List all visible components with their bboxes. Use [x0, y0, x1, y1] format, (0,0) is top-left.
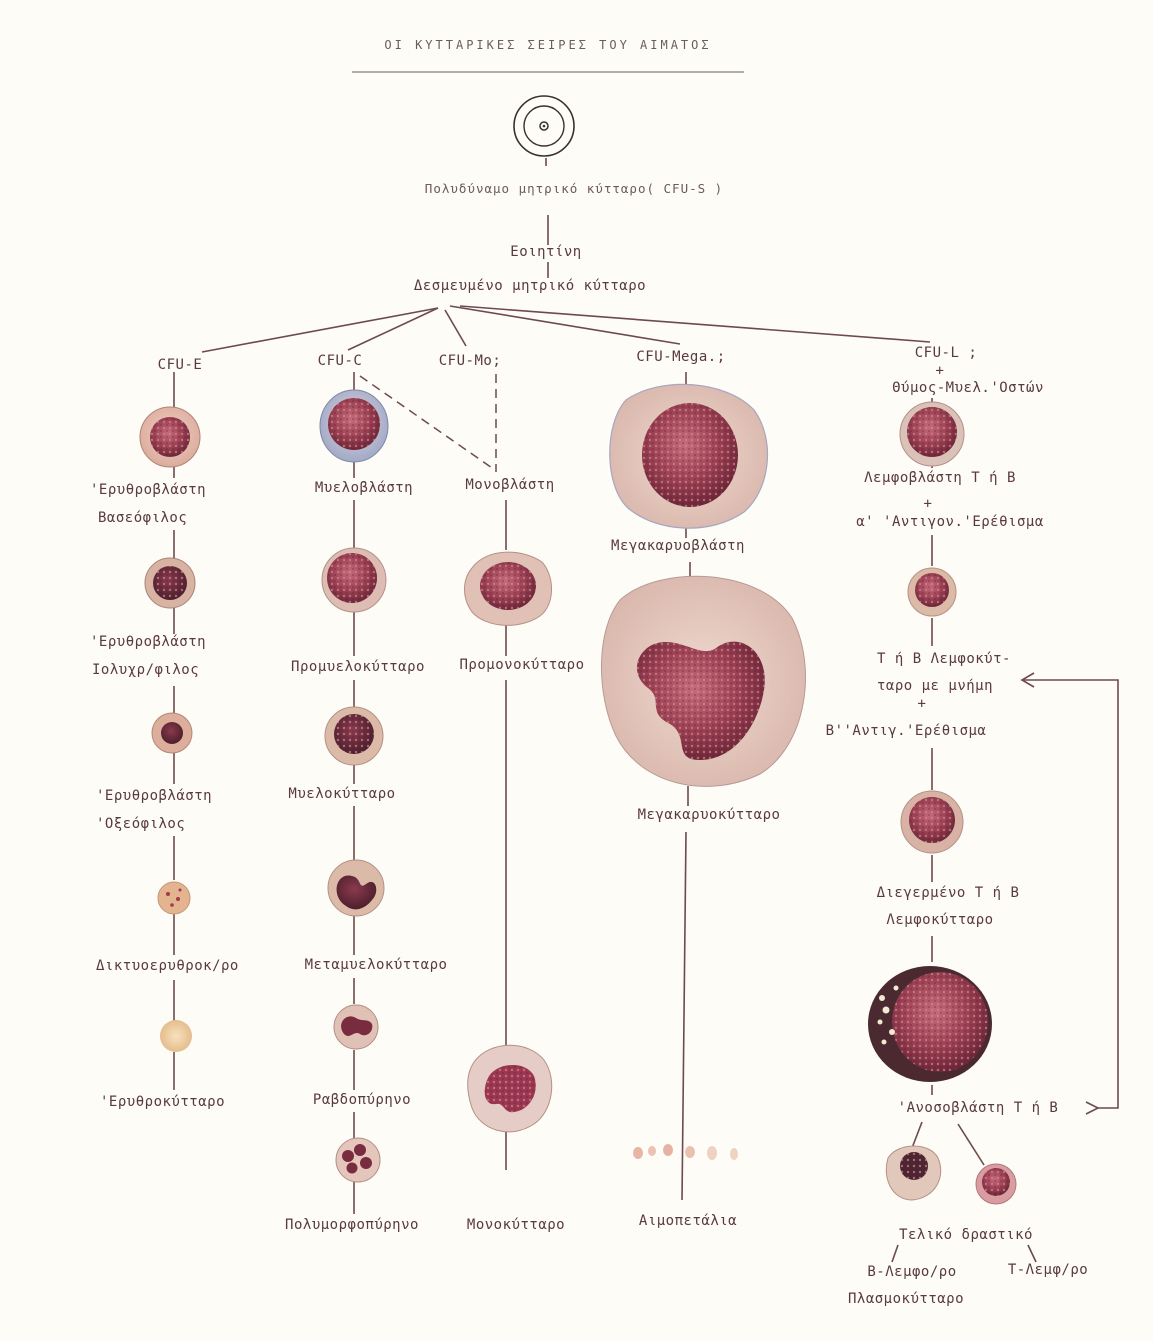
header-cfu-l: CFU-L ;	[915, 345, 978, 361]
cell-lymphoblast	[900, 402, 964, 466]
label-erythroblast-2: 'Ερυθροβλάστη	[90, 634, 206, 650]
label-monoblast: Μονοβλάστη	[465, 477, 554, 493]
label-activated-2: Λεμφοκύτταρο	[886, 912, 993, 928]
cell-erythrocyte	[160, 1020, 192, 1052]
cell-megakaryocyte	[601, 576, 805, 786]
header-cfu-c: CFU-C	[318, 353, 363, 369]
label-erythrocyte: 'Ερυθροκύτταρο	[100, 1094, 225, 1110]
label-orthochromatic: 'Οξεόφιλος	[96, 816, 185, 832]
cell-plasma-cell	[886, 1146, 940, 1200]
cell-megakaryoblast	[610, 384, 768, 528]
cell-reticulocyte	[158, 882, 190, 914]
label-reticulocyte: Δικτυοερυθροκ/ρο	[96, 958, 239, 974]
header-thymus-marrow: Θύμος-Μυελ.'Οστών	[892, 380, 1044, 396]
label-erythroblast-3: 'Ερυθροβλάστη	[96, 788, 212, 804]
label-myeloblast: Μυελοβλάστη	[315, 480, 413, 496]
label-band: Pαβδοπύρηνο	[313, 1092, 411, 1108]
header-cfu-mega: CFU-Mega.;	[636, 349, 725, 365]
cell-monocyte	[468, 1045, 552, 1132]
label-promonocyte: Προμονοκύτταρο	[459, 657, 584, 673]
label-megakaryoblast: Μεγακαρυοβλάστη	[611, 538, 745, 554]
stem-cell-icon	[514, 96, 574, 156]
label-lymphoblast: Λεμφοβλάστη Τ ή Β	[864, 470, 1016, 486]
label-primary-antigen: α' 'Αντιγον.'Ερέθισμα	[856, 514, 1044, 530]
cell-t-lymphocyte	[976, 1164, 1016, 1204]
label-activated-1: Διεγερμένο Τ ή Β	[877, 885, 1020, 901]
label-myelocyte: Μυελοκύτταρο	[288, 786, 395, 802]
cell-myeloblast	[320, 390, 388, 462]
cell-myelocyte	[325, 707, 383, 765]
header-cfu-e: CFU-E	[158, 357, 203, 373]
cell-polymorphonuclear	[336, 1138, 380, 1182]
cell-promonocyte	[465, 552, 552, 625]
label-metamyelocyte: Μεταμυελοκύτταρο	[305, 957, 448, 973]
label-polychromatic: Ιoλυχρ/φιλος	[92, 662, 199, 678]
label-plasma-cell: Πλασμοκύτταρο	[848, 1291, 964, 1307]
cell-erythroblast-basophilic	[140, 407, 200, 467]
label-effector: Τελικό δραστικό	[899, 1227, 1033, 1243]
cell-activated-lymphocyte	[901, 791, 963, 853]
label-erythroblast-1: 'Ερυθροβλάστη	[90, 482, 206, 498]
stem-cell-label: Πολυδύναμο μητρικό κύτταρο( CFU-S )	[425, 181, 723, 196]
label-promyelocyte: Προμυελοκύτταρο	[291, 659, 425, 675]
label-memory-2: ταρο με μνήμη	[877, 678, 993, 694]
cell-immunoblast	[868, 966, 992, 1082]
label-monocyte: Μονοκύτταρο	[467, 1217, 565, 1233]
label-plus-1: +	[924, 496, 933, 512]
erythropoietin-label: Eoιητίνη	[510, 244, 581, 260]
cell-erythroblast-polychromatic	[145, 558, 195, 608]
label-plus-2: +	[918, 696, 927, 712]
label-basophilic: Bασεόφιλος	[98, 510, 187, 526]
label-platelets: Αιμοπετάλια	[639, 1213, 737, 1229]
cell-erythroblast-orthochromatic	[152, 713, 192, 753]
label-polymorphonuclear: Πολυμορφοπύρηνο	[285, 1217, 419, 1233]
header-plus: +	[936, 363, 945, 379]
cell-memory-lymphocyte	[908, 568, 956, 616]
committed-progenitor-label: Δεσμευμένο μητρικό κύτταρο	[414, 278, 646, 294]
header-cfu-mo: CFU-Mo;	[439, 353, 502, 369]
diagram-title: ΟΙ ΚΥΤΤΑΡΙΚΕΣ ΣΕΙΡΕΣ ΤΟΥ ΑΙΜΑΤΟΣ	[384, 38, 711, 52]
cell-promyelocyte	[322, 548, 386, 612]
label-t-lymphocyte: Τ-Λεμφ/ρο	[1008, 1262, 1088, 1278]
label-memory-1: Τ ή Β Λεμφοκύτ-	[877, 651, 1011, 667]
cell-metamyelocyte	[328, 860, 384, 916]
label-megakaryocyte: Μεγακαρυοκύτταρο	[638, 807, 781, 823]
label-immunoblast: 'Ανοσοβλάστη Τ ή Β	[898, 1100, 1059, 1116]
cell-band-neutrophil	[334, 1005, 378, 1049]
cell-platelets	[633, 1144, 738, 1160]
label-secondary-antigen: Β''Αντιγ.'Ερέθισμα	[826, 723, 987, 739]
label-b-lymphocyte: Β-Λεμφο/ρο	[867, 1264, 956, 1280]
